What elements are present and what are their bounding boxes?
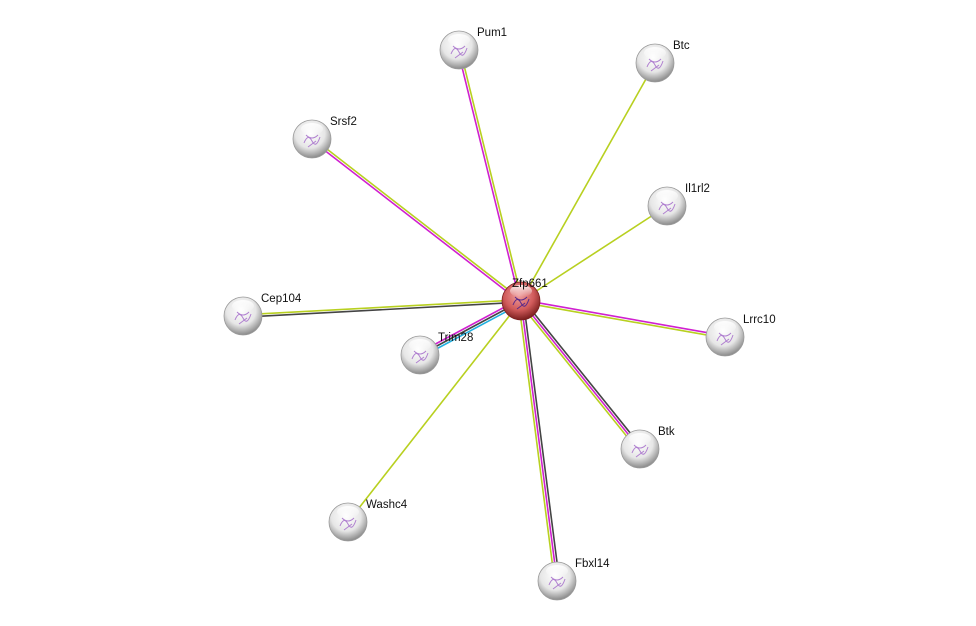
node-il1rl2[interactable]: Il1rl2 [647, 183, 710, 226]
protein-structure-icon [548, 576, 566, 590]
edge-evidence-line [520, 300, 558, 582]
node-label: Btc [673, 40, 690, 52]
edge-evidence-line [520, 301, 725, 339]
node-highlight [656, 190, 678, 202]
node-label: Zfp661 [512, 278, 548, 290]
edge-zfp661-il1rl2[interactable] [520, 205, 668, 302]
node-label: Cep104 [261, 293, 302, 305]
protein-structure-icon [234, 311, 252, 325]
edge-zfp661-pum1[interactable] [457, 49, 523, 302]
node-zfp661[interactable]: Zfp661 [501, 278, 548, 321]
node-label: Il1rl2 [685, 183, 710, 195]
edge-evidence-line [312, 137, 523, 301]
node-highlight [644, 47, 666, 59]
node-trim28[interactable]: Trim28 [400, 332, 473, 375]
edge-evidence-line [517, 301, 556, 582]
node-cep104[interactable]: Cep104 [223, 293, 302, 336]
edge-zfp661-lrrc10[interactable] [520, 299, 726, 339]
edge-evidence-line [521, 299, 726, 337]
edge-evidence-line [522, 298, 643, 448]
node-highlight [510, 285, 532, 297]
protein-structure-icon [303, 134, 321, 148]
protein-structure-icon [716, 332, 734, 346]
node-label: Washc4 [366, 499, 408, 511]
edge-zfp661-srsf2[interactable] [310, 137, 523, 303]
node-label: Fbxl14 [575, 558, 610, 570]
node-srsf2[interactable]: Srsf2 [292, 116, 357, 159]
protein-structure-icon [512, 296, 530, 310]
edge-evidence-line [457, 50, 521, 302]
node-label: Btk [658, 426, 675, 438]
node-label: Srsf2 [330, 116, 357, 128]
edge-zfp661-btk[interactable] [518, 298, 643, 452]
node-fbxl14[interactable]: Fbxl14 [537, 558, 610, 601]
edge-evidence-line [520, 62, 656, 302]
node-label: Lrrc10 [743, 314, 776, 326]
node-label: Pum1 [477, 27, 507, 39]
protein-structure-icon [339, 517, 357, 531]
node-btk[interactable]: Btk [620, 426, 675, 469]
node-highlight [714, 321, 736, 333]
node-lrrc10[interactable]: Lrrc10 [705, 314, 776, 357]
node-highlight [448, 34, 470, 46]
node-pum1[interactable]: Pum1 [439, 27, 507, 70]
edge-zfp661-btc[interactable] [520, 62, 656, 302]
node-washc4[interactable]: Washc4 [328, 499, 408, 542]
node-highlight [301, 123, 323, 135]
edge-zfp661-fbxl14[interactable] [517, 300, 561, 582]
edge-evidence-line [242, 299, 521, 316]
node-btc[interactable]: Btc [635, 40, 690, 83]
edge-zfp661-washc4[interactable] [347, 300, 522, 523]
edge-evidence-line [243, 301, 522, 318]
node-highlight [232, 300, 254, 312]
protein-structure-icon [658, 201, 676, 215]
protein-structure-icon [631, 444, 649, 458]
node-highlight [546, 565, 568, 577]
edge-zfp661-cep104[interactable] [242, 299, 522, 318]
node-highlight [629, 433, 651, 445]
protein-structure-icon [411, 350, 429, 364]
protein-structure-icon [646, 58, 664, 72]
edge-evidence-line [520, 300, 641, 450]
edge-evidence-line [310, 139, 521, 303]
edge-evidence-line [459, 49, 523, 301]
edge-evidence-line [347, 300, 522, 523]
protein-structure-icon [450, 45, 468, 59]
edge-evidence-line [522, 300, 561, 581]
node-label: Trim28 [438, 332, 473, 344]
edge-evidence-line [518, 302, 639, 452]
edge-evidence-line [520, 205, 668, 302]
node-highlight [337, 506, 359, 518]
node-highlight [409, 339, 431, 351]
